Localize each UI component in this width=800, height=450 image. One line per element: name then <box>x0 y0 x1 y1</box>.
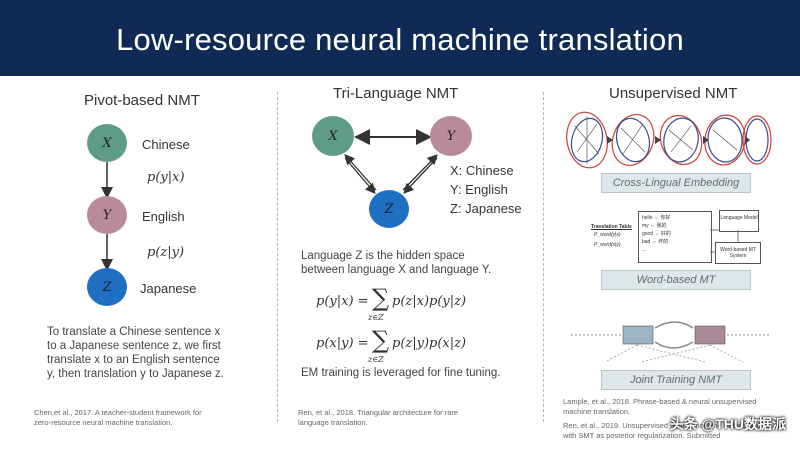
word-pairs-box: hello ⇔ 你好 my ⇔ 我的 good ⇔ 好的 bad ⇔ 坏的 ..… <box>638 211 712 263</box>
unsup-heading: Unsupervised NMT <box>609 85 738 102</box>
tri-legend: X: Chinese Y: English Z: Japanese <box>450 163 522 216</box>
eq2-rhs: p(z|y)p(x|z) <box>392 336 467 351</box>
sum-sub-1: z∈Z <box>368 313 384 322</box>
table-row-2: P_word(x|y) <box>594 242 621 248</box>
node-x: X <box>87 124 127 162</box>
sum-symbol-2: ∑ <box>372 326 390 354</box>
node-y: Y <box>87 196 127 234</box>
embedding-illustration <box>566 111 772 169</box>
pivot-citation: Chen,et al., 2017. A teacher-student fra… <box>34 408 202 427</box>
tri-node-y: Y <box>430 116 472 156</box>
watermark: 头条 @THU数据派 <box>669 416 786 432</box>
label-chinese: Chinese <box>142 137 190 152</box>
word-mt-connectors <box>710 229 739 253</box>
tri-heading: Tri-Language NMT <box>333 85 459 102</box>
translation-table-title: Translation Table <box>591 224 632 230</box>
pivot-description: To translate a Chinese sentence x to a J… <box>47 326 224 380</box>
arrow-x-z <box>344 157 376 194</box>
tri-node-x: X <box>312 116 354 156</box>
sum-sub-2: z∈Z <box>368 355 384 364</box>
joint-training-illustration <box>571 321 771 363</box>
tri-node-z: Z <box>369 190 409 228</box>
arrow-z-y <box>402 154 438 191</box>
label-japanese: Japanese <box>140 281 197 296</box>
sum-symbol-1: ∑ <box>372 284 390 312</box>
slide-title: Low-resource neural machine translation <box>116 22 684 57</box>
em-note: EM training is leveraged for fine tuning… <box>301 367 501 379</box>
unsup-citation-2: Ren, et al., 2019. Unsupervised neural m… <box>563 421 759 440</box>
tri-description: Language Z is the hidden space between l… <box>301 250 492 276</box>
tri-citation: Ren, et al., 2018. Triangular architectu… <box>298 408 459 427</box>
eq1-lhs: p(y|x) = <box>316 294 369 309</box>
table-row-1: P_word(y|x) <box>594 232 621 238</box>
prob-y-given-x: p(y|x) <box>147 170 185 185</box>
column-divider <box>277 92 278 422</box>
label-english: English <box>142 209 185 224</box>
eq1-rhs: p(z|x)p(y|z) <box>392 294 467 309</box>
node-z: Z <box>87 268 127 306</box>
column-divider <box>543 92 544 422</box>
eq2-lhs: p(x|y) = <box>316 336 369 351</box>
arrow-y-z <box>403 157 438 194</box>
prob-z-given-y: p(z|y) <box>147 245 185 260</box>
joint-training-banner: Joint Training NMT <box>601 370 751 390</box>
word-based-mt-banner: Word-based MT <box>601 270 751 290</box>
word-mt-system-box: Word-based MT System <box>715 242 761 264</box>
pivot-heading: Pivot-based NMT <box>84 92 200 109</box>
arrow-z-x <box>344 154 377 191</box>
cross-lingual-banner: Cross-Lingual Embedding <box>601 173 751 193</box>
unsup-citation-1: Lample, et al., 2018. Phrase-based & neu… <box>563 397 757 416</box>
title-bar: Low-resource neural machine translation <box>0 0 800 76</box>
language-model-box: Language Model <box>719 210 759 232</box>
